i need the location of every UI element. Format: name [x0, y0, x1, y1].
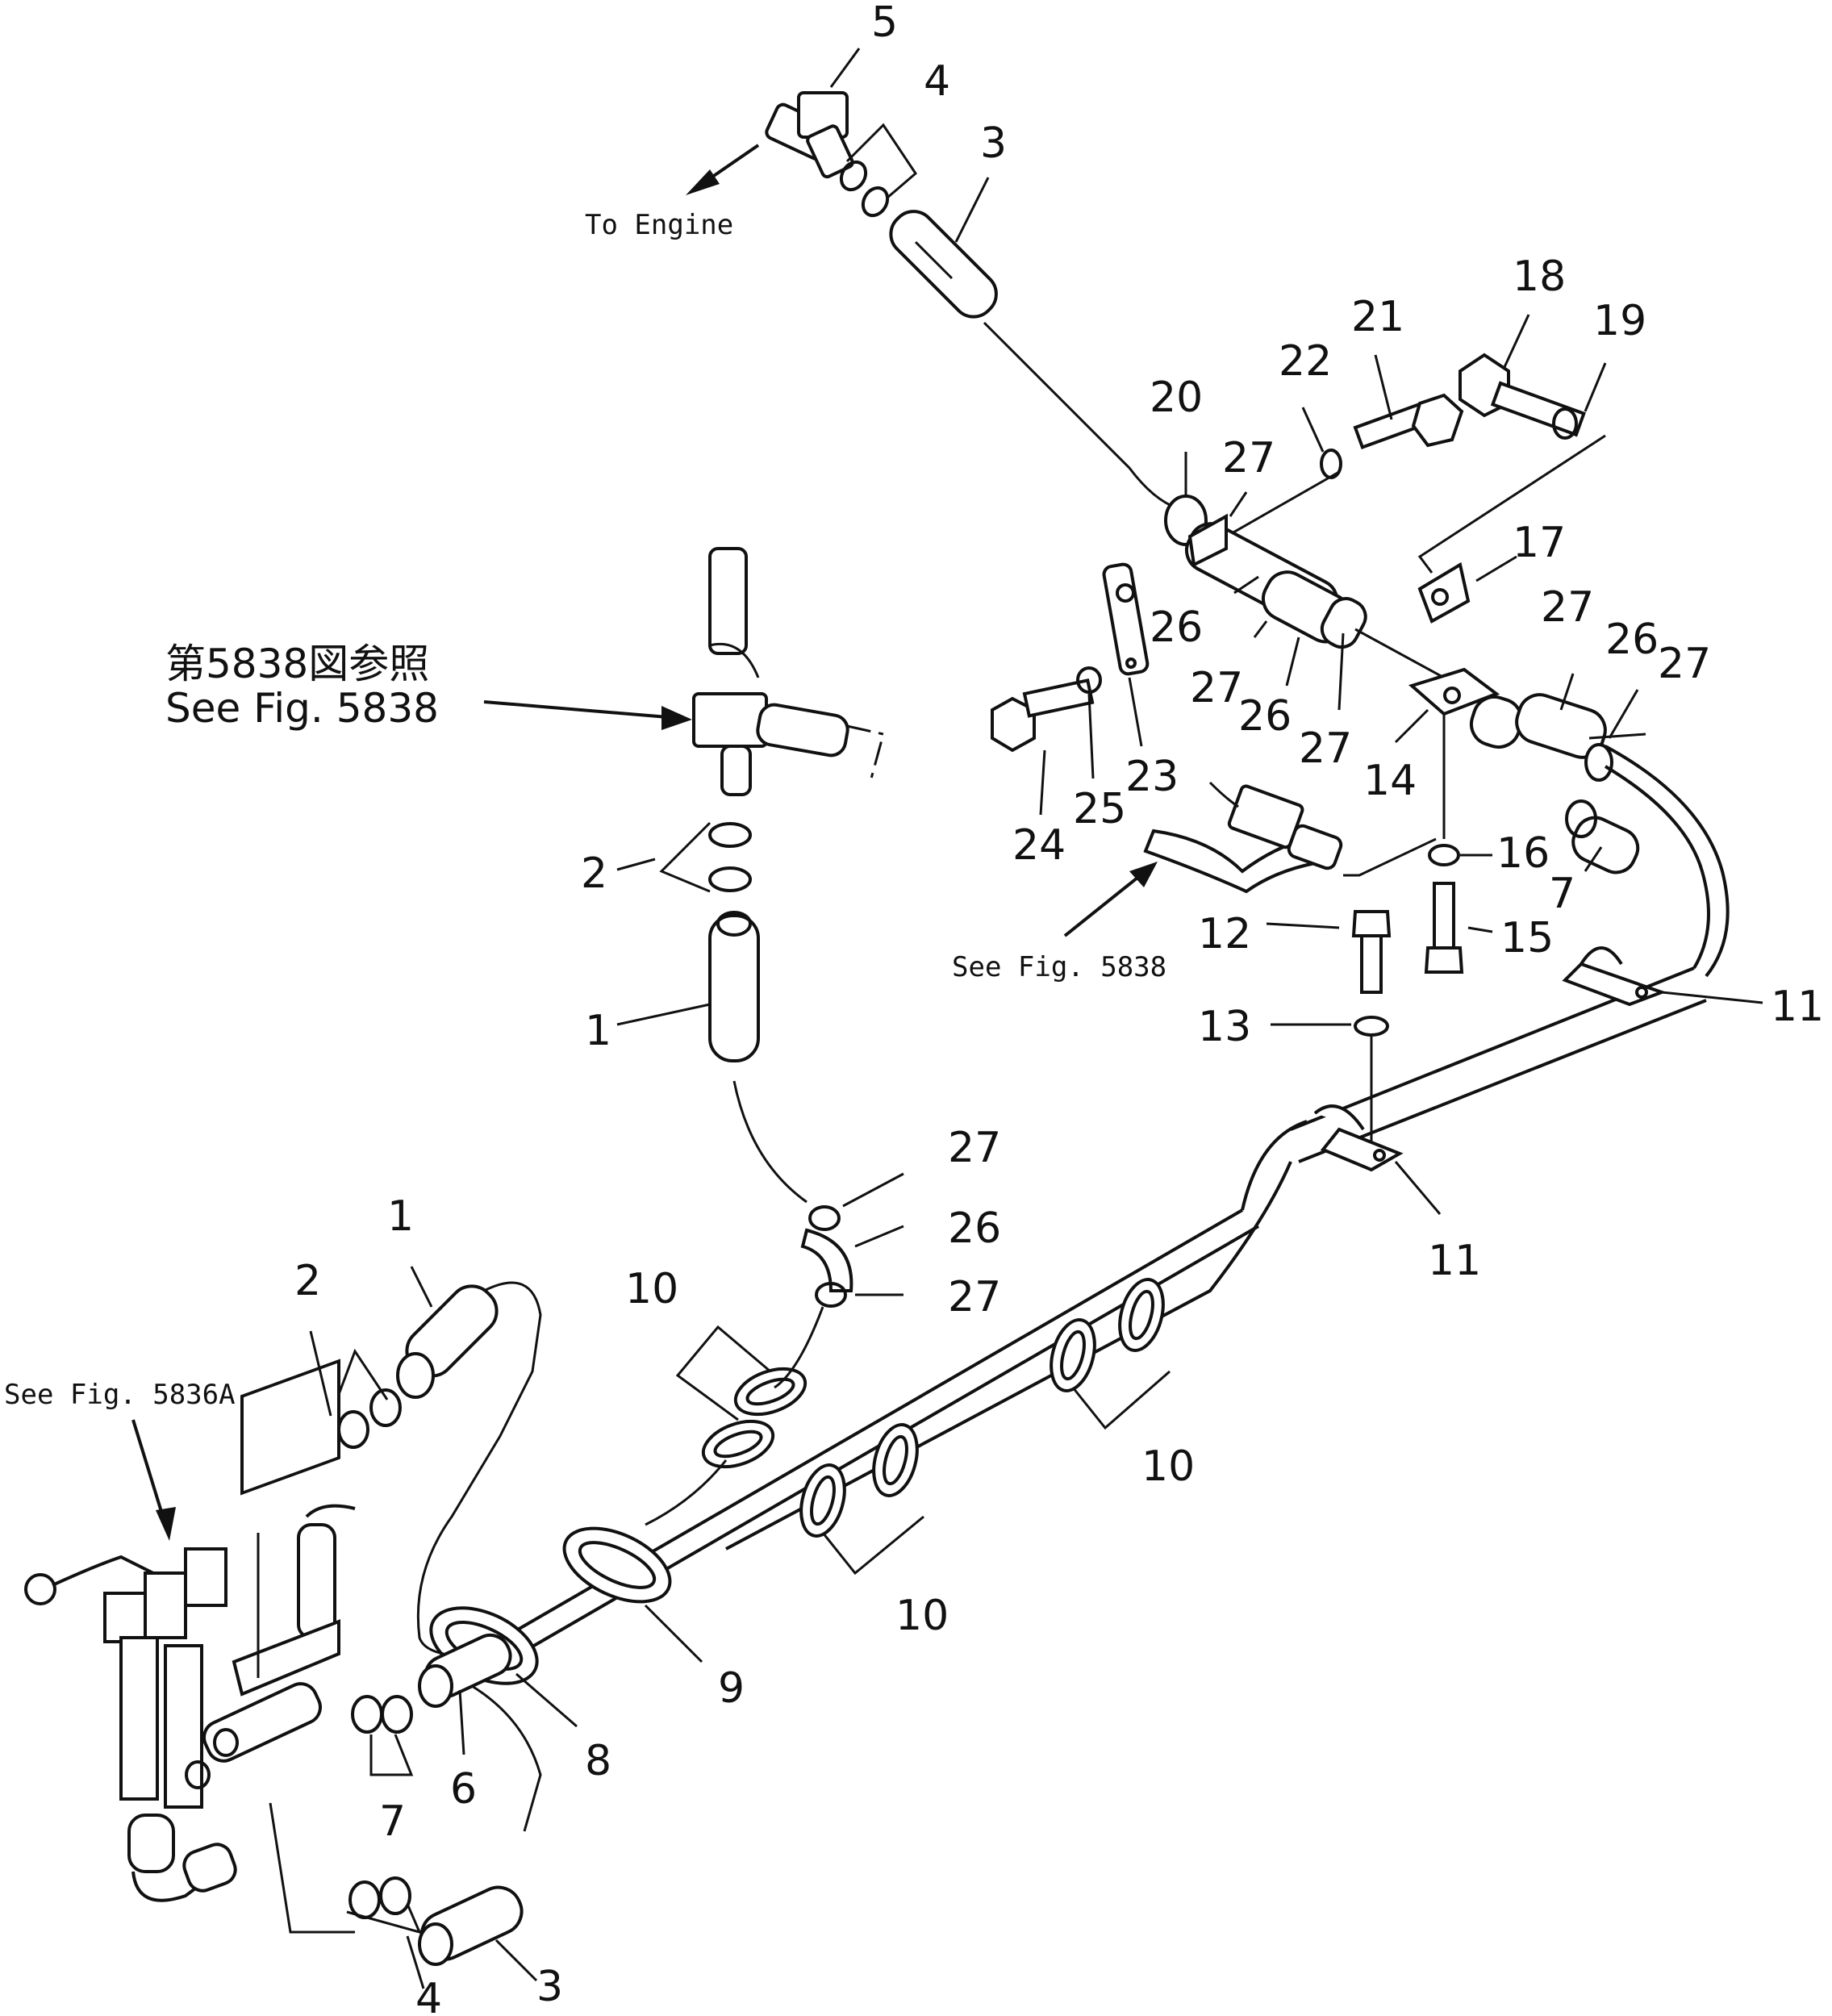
elbow-fitting-5 — [765, 91, 854, 179]
label-18: 18 — [1513, 253, 1566, 301]
arrow-to-engine — [686, 144, 760, 195]
label-26-b: 26 — [1238, 692, 1292, 741]
note-see-fig-5838-main: See Fig. 5838 — [165, 685, 439, 732]
tee-fitting-5838-small — [1143, 781, 1343, 894]
label-22: 22 — [1279, 337, 1332, 386]
hose-1-left — [396, 1284, 499, 1399]
washer-16 — [1428, 844, 1460, 866]
label-10-middle: 10 — [895, 1592, 949, 1640]
label-26-d: 26 — [948, 1204, 1001, 1253]
label-7-left: 7 — [379, 1797, 406, 1846]
label-20: 20 — [1150, 374, 1203, 422]
hose-line-top — [983, 321, 1179, 510]
washer-13 — [1354, 1016, 1389, 1037]
note-see-fig-5838-small: See Fig. 5838 — [952, 951, 1166, 983]
leader-lines — [309, 48, 1763, 1989]
label-26-a: 26 — [1150, 603, 1203, 652]
label-11-center: 11 — [1428, 1237, 1481, 1285]
label-2-middle: 2 — [581, 849, 607, 898]
grommets-10-middle — [799, 1423, 919, 1538]
clamp-7-right — [1565, 799, 1640, 874]
label-27-a: 27 — [1222, 434, 1275, 482]
tee-fitting-5838-main — [692, 547, 885, 796]
label-4-top: 4 — [924, 57, 950, 106]
hose-6 — [418, 1633, 512, 1708]
hose-line-left — [416, 1281, 542, 1655]
label-17: 17 — [1513, 519, 1566, 567]
label-27-b: 27 — [1190, 664, 1243, 712]
hose-clamps-7-left — [351, 1695, 414, 1776]
label-15: 15 — [1500, 914, 1554, 962]
bolt-21 — [1353, 393, 1464, 449]
label-27-f: 27 — [948, 1124, 1001, 1172]
note-see-fig-5836a: See Fig. 5836A — [4, 1379, 236, 1411]
washer-25 — [1076, 666, 1102, 694]
label-27-d: 27 — [1541, 583, 1594, 632]
label-21: 21 — [1351, 293, 1404, 341]
label-11-right: 11 — [1771, 983, 1824, 1031]
label-9: 9 — [718, 1664, 745, 1713]
label-5: 5 — [871, 0, 898, 47]
hose-clamps-4-left — [269, 1802, 422, 1935]
bolt-18 — [1459, 353, 1586, 437]
clamp-11-center — [1313, 1104, 1404, 1172]
label-6: 6 — [450, 1765, 477, 1814]
arrow-see-fig-5838-small — [1063, 862, 1158, 937]
label-3-top: 3 — [980, 119, 1007, 168]
clamp-11-right — [1562, 946, 1667, 1007]
hose-clamps-4-top — [839, 123, 917, 218]
label-14: 14 — [1363, 757, 1417, 805]
hose-3-top — [889, 210, 998, 319]
label-3-left: 3 — [536, 1963, 563, 2011]
reference-notes: To Engine 第5838図参照 See Fig. 5838 See Fig… — [4, 209, 1166, 1411]
grommets-10-left — [701, 1367, 807, 1469]
label-4-left: 4 — [415, 1975, 442, 2016]
label-10-right: 10 — [1141, 1442, 1195, 1491]
hose-3-left — [418, 1885, 524, 1966]
main-pipe — [1241, 966, 1707, 1211]
arrow-see-fig-5838-main — [483, 700, 692, 730]
label-27-g: 27 — [948, 1273, 1001, 1321]
hose-1-middle — [708, 911, 760, 1062]
callout-labels: 5 4 3 18 21 19 22 20 27 17 26 27 26 27 2… — [294, 0, 1824, 2016]
label-27-e: 27 — [1658, 640, 1711, 688]
hose-clamps-2-middle — [659, 821, 752, 893]
label-26-c: 26 — [1605, 616, 1659, 664]
pipe-assembly-upper — [1164, 495, 1445, 679]
bolt-24 — [991, 678, 1095, 753]
washer-19 — [1552, 407, 1578, 440]
pipe-assembly-right — [1469, 693, 1730, 978]
hose-clamps-2-left — [329, 1348, 402, 1449]
elbow-26-middle — [800, 1205, 853, 1308]
label-27-c: 27 — [1299, 724, 1352, 773]
label-16: 16 — [1496, 829, 1550, 878]
long-hose — [474, 1161, 1292, 1672]
label-13: 13 — [1198, 1003, 1251, 1051]
control-valve-assembly — [24, 1359, 356, 1902]
label-23: 23 — [1125, 753, 1179, 801]
grommet-9 — [562, 1526, 672, 1604]
label-10-left: 10 — [625, 1265, 678, 1313]
bracket-17 — [1417, 561, 1471, 624]
note-to-engine: To Engine — [585, 209, 733, 241]
bolt-12 — [1351, 910, 1392, 994]
clip-14 — [1408, 667, 1500, 716]
label-19: 19 — [1593, 297, 1646, 345]
note-ref-jp: 第5838図参照 — [165, 641, 429, 687]
bracket-23 — [1102, 562, 1150, 676]
label-2-left: 2 — [294, 1257, 321, 1305]
label-7-right: 7 — [1549, 870, 1575, 918]
label-1-middle: 1 — [585, 1007, 611, 1055]
label-24: 24 — [1012, 821, 1066, 870]
label-1-left: 1 — [387, 1192, 414, 1241]
label-25: 25 — [1073, 785, 1126, 833]
arrow-see-fig-5836a — [131, 1419, 176, 1541]
bolt-15 — [1424, 882, 1464, 974]
label-12: 12 — [1198, 910, 1251, 958]
label-8: 8 — [585, 1737, 611, 1785]
grommets-10-right — [1050, 1278, 1165, 1392]
